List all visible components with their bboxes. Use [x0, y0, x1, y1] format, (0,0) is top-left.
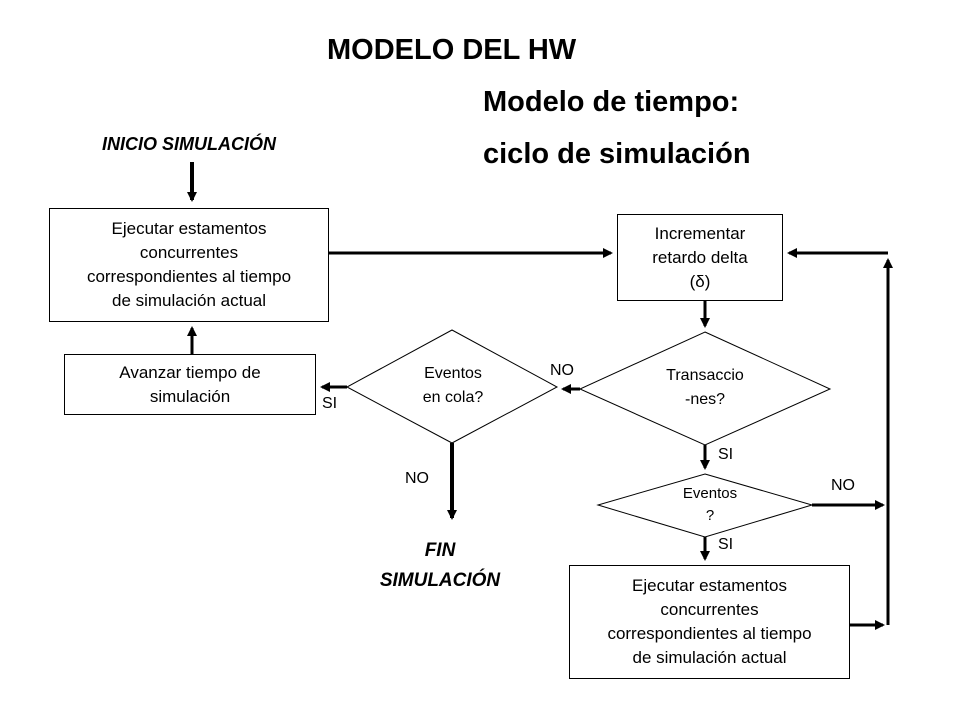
decision-events-label: Eventos ?: [682, 485, 738, 524]
end-label: FIN SIMULACIÓN: [379, 540, 501, 591]
edge-label-events-no: NO: [831, 477, 855, 494]
decision-transactions-label: Transaccio -nes?: [666, 367, 744, 408]
execute-statements-box-top: Ejecutar estamentos concurrentes corresp…: [49, 208, 329, 322]
edge-label-queue-no: NO: [405, 470, 429, 487]
subtitle-line-2: ciclo de simulación: [483, 138, 751, 170]
edge-label-trans-no: NO: [550, 362, 574, 379]
increment-delta-box: Incrementar retardo delta (δ): [617, 214, 783, 301]
subtitle-line-1: Modelo de tiempo:: [483, 86, 740, 118]
edge-label-queue-yes: SI: [322, 395, 338, 412]
page-title: MODELO DEL HW: [327, 34, 577, 66]
decision-queue-label: Eventos en cola?: [422, 365, 484, 406]
execute-statements-box-bottom: Ejecutar estamentos concurrentes corresp…: [569, 565, 850, 679]
edge-label-trans-yes: SI: [718, 446, 734, 463]
edge-label-events-yes: SI: [718, 536, 734, 553]
advance-time-box: Avanzar tiempo de simulación: [64, 354, 316, 415]
start-label: INICIO SIMULACIÓN: [102, 134, 276, 154]
